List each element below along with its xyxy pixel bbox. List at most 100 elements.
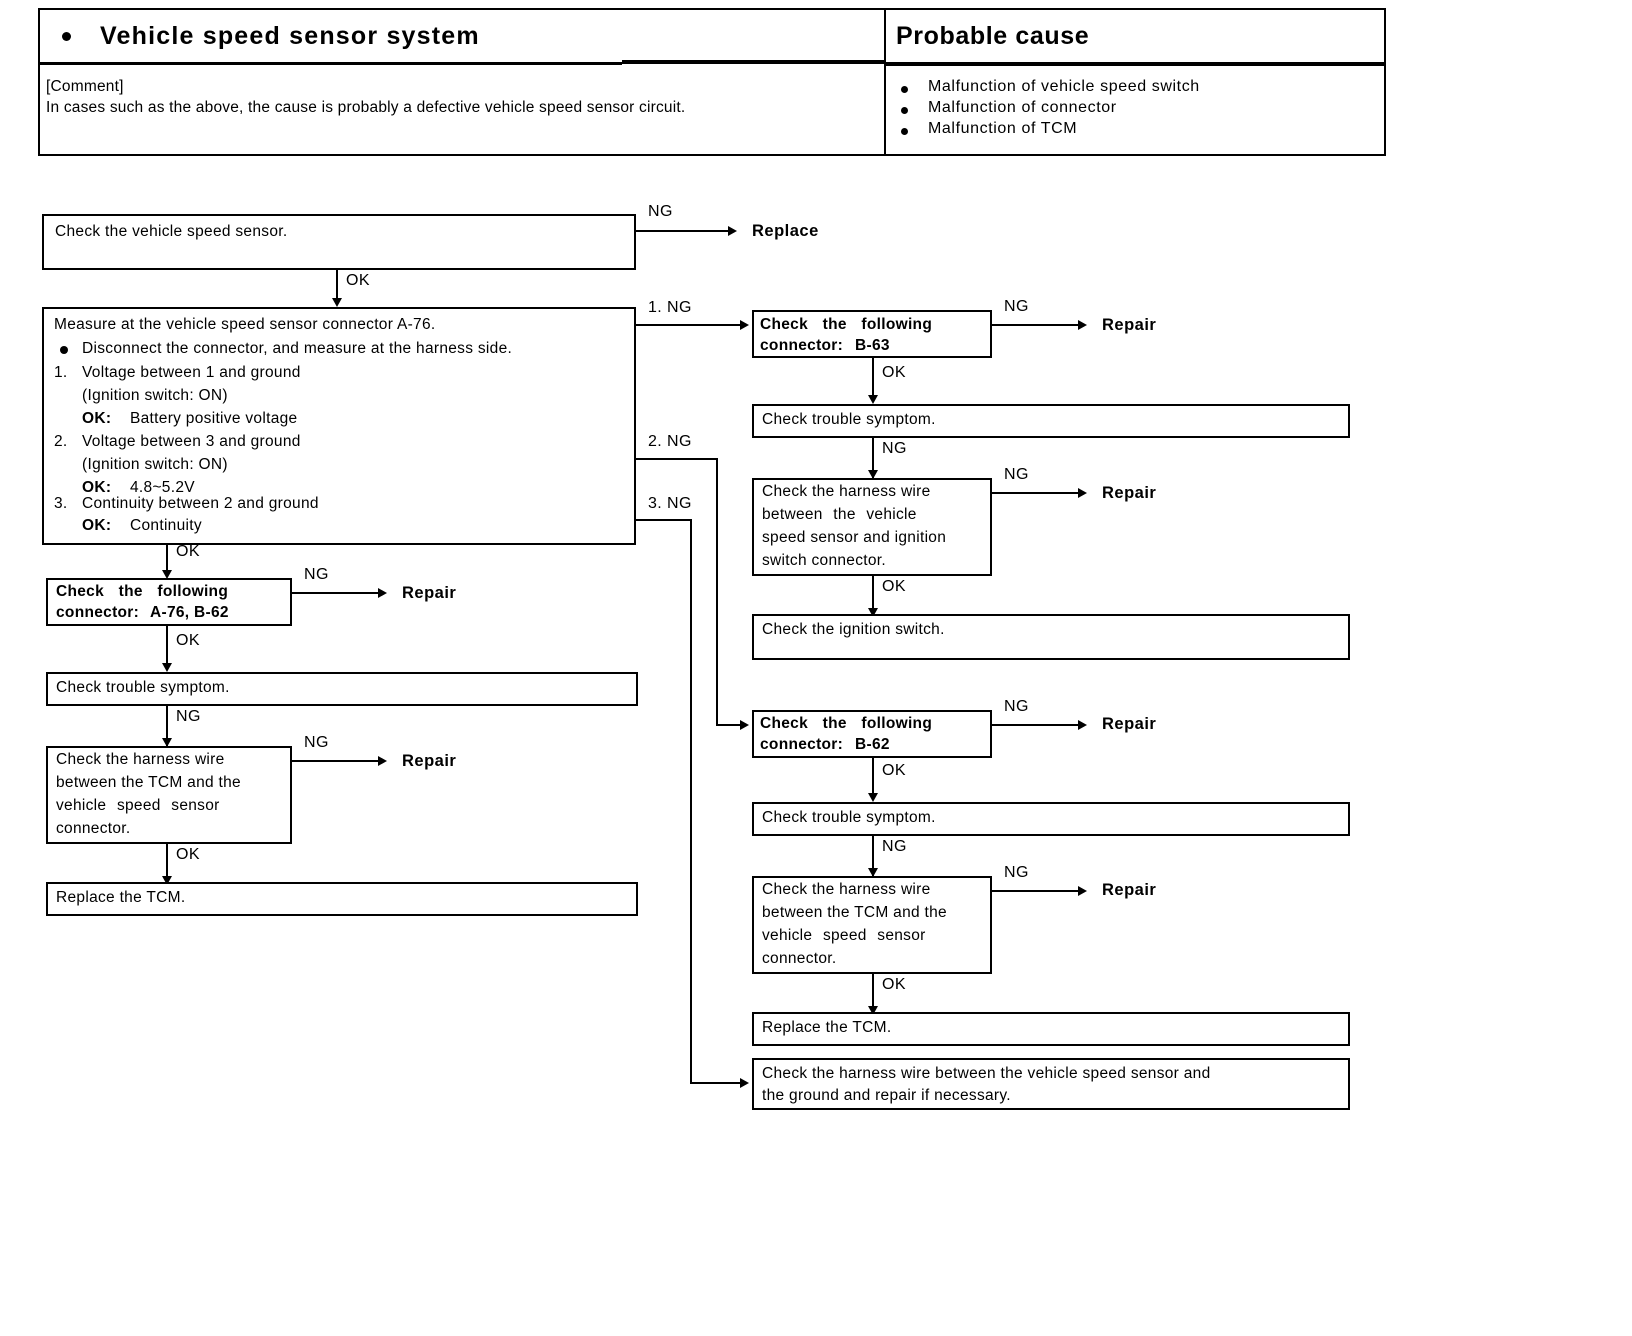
box-right-check-connector-b62	[752, 710, 992, 758]
line-ng2-h1	[636, 458, 718, 460]
measure-item2-number: 2.	[54, 433, 68, 450]
comment-label: [Comment]	[46, 78, 124, 95]
line-ng2-v	[716, 458, 718, 726]
box-check-harness-ground	[752, 1058, 1350, 1110]
right-replace-tcm-text: Replace the TCM.	[762, 1019, 892, 1036]
line-ok-to-left-connector	[166, 545, 168, 577]
terminal-repair-left-connector: Repair	[402, 584, 457, 602]
label-ok-b62-trouble: OK	[882, 762, 906, 779]
label-ok-bottom-replace-tcm: OK	[882, 976, 906, 993]
label-ng-bottom-harness: NG	[882, 838, 907, 855]
arrowhead-ng-bottom-harness-repair	[1078, 886, 1087, 896]
right-top-harness-line1: Check the harness wire	[762, 483, 931, 500]
label-ng-2: 2. NG	[648, 433, 692, 450]
arrowhead-ok-bottom-replace-tcm	[868, 1006, 878, 1015]
left-harness-line3: vehicle speed sensor	[56, 797, 220, 814]
box-measure-at-connector	[42, 307, 636, 545]
right-bottom-harness-line4: connector.	[762, 950, 837, 967]
measure-item2-ok-label: OK:	[82, 479, 112, 496]
measure-item3-ok-label: OK:	[82, 517, 112, 534]
arrowhead-ng-top-harness	[868, 470, 878, 479]
measure-item2-text: Voltage between 3 and ground	[82, 433, 301, 450]
label-ok-left-trouble: OK	[176, 632, 200, 649]
line-ok-to-measure	[336, 270, 338, 304]
right-top-harness-line4: switch connector.	[762, 552, 886, 569]
line-ok-ignition	[872, 576, 874, 616]
left-connector-value-label: connector:	[56, 604, 140, 621]
line-ok-b62-trouble	[872, 758, 874, 800]
line-ng2-h2	[716, 724, 746, 726]
arrowhead-ok-b62-trouble	[868, 793, 878, 802]
line-ng-to-left-harness	[166, 706, 168, 746]
measure-line1: Measure at the vehicle speed sensor conn…	[54, 316, 436, 333]
box-right-trouble-symptom-bottom	[752, 802, 1350, 836]
ground-box-line1: Check the harness wire between the vehic…	[762, 1065, 1211, 1082]
label-ng-top-harness: NG	[882, 440, 907, 457]
measure-item3-ok-value: Continuity	[130, 517, 202, 534]
left-replace-tcm-text: Replace the TCM.	[56, 889, 186, 906]
right-top-harness-line2: between the vehicle	[762, 506, 917, 523]
arrowhead-ng2	[740, 720, 749, 730]
label-ng-left-harness-repair: NG	[304, 734, 329, 751]
terminal-repair-left-harness: Repair	[402, 752, 457, 770]
label-ng-left-connector: NG	[304, 566, 329, 583]
arrowhead-ng-b63	[1078, 320, 1087, 330]
line-ok-to-left-trouble	[166, 626, 168, 670]
right-bottom-harness-line2: between the TCM and the	[762, 904, 947, 921]
left-harness-line4: connector.	[56, 820, 131, 837]
cause-item-2: Malfunction of TCM	[928, 120, 1078, 137]
comment-text: In cases such as the above, the cause is…	[46, 99, 686, 116]
label-ng-left-harness: NG	[176, 708, 201, 725]
header-right-rule	[886, 62, 1384, 66]
arrowhead-ok-left-connector	[162, 570, 172, 579]
arrowhead-ok-to-measure	[332, 298, 342, 307]
check-ignition-switch-text: Check the ignition switch.	[762, 621, 945, 638]
label-ng-b62: NG	[1004, 698, 1029, 715]
cause-bullet-icon-0	[901, 86, 908, 93]
line-ok-to-left-replace-tcm	[166, 844, 168, 884]
header-table	[38, 8, 1386, 156]
right-b62-connector-value: B-62	[855, 736, 890, 753]
cause-item-1: Malfunction of connector	[928, 99, 1117, 116]
measure-item1-ok-value: Battery positive voltage	[130, 410, 298, 427]
box-check-vehicle-speed-sensor-text: Check the vehicle speed sensor.	[55, 223, 288, 240]
label-ng-1: 1. NG	[648, 299, 692, 316]
label-ok-left-replace-tcm: OK	[176, 846, 200, 863]
line-ng3-h1	[636, 519, 692, 521]
left-harness-line1: Check the harness wire	[56, 751, 225, 768]
line-ng-b63	[992, 324, 1084, 326]
label-ng-top: NG	[648, 203, 673, 220]
arrowhead-ng-left-harness-repair	[378, 756, 387, 766]
line-ng-left-harness-repair	[292, 760, 384, 762]
label-ng-bottom-harness-repair: NG	[1004, 864, 1029, 881]
line-ng-left-connector	[292, 592, 384, 594]
arrowhead-ng-top-harness-repair	[1078, 488, 1087, 498]
right-bottom-harness-line3: vehicle speed sensor	[762, 927, 926, 944]
box-right-trouble-symptom-top	[752, 404, 1350, 438]
cause-bullet-icon-2	[901, 128, 908, 135]
right-b62-connector-value-label: connector:	[760, 736, 844, 753]
box-left-check-connector	[46, 578, 292, 626]
arrowhead-ok-ignition	[868, 608, 878, 617]
header-bullet-icon	[62, 32, 71, 41]
measure-item2-condition: (Ignition switch: ON)	[82, 456, 228, 473]
terminal-repair-bottom-harness: Repair	[1102, 881, 1157, 899]
arrowhead-ok-left-replace-tcm	[162, 876, 172, 885]
left-connector-label: Check the following	[56, 583, 229, 600]
line-ng-bottom-harness	[872, 836, 874, 876]
header-left-rule-bold	[622, 60, 884, 64]
ground-box-line2: the ground and repair if necessary.	[762, 1087, 1011, 1104]
measure-item3-text: Continuity between 2 and ground	[82, 495, 319, 512]
measure-item2-ok-value: 4.8~5.2V	[130, 479, 195, 496]
right-bottom-harness-line1: Check the harness wire	[762, 881, 931, 898]
terminal-repair-top-harness: Repair	[1102, 484, 1157, 502]
label-ok-left-connector: OK	[176, 543, 200, 560]
terminal-repair-b62: Repair	[1102, 715, 1157, 733]
label-ok-to-measure: OK	[346, 272, 370, 289]
line-ng3-h2	[690, 1082, 746, 1084]
right-b63-connector-value: B-63	[855, 337, 890, 354]
label-ng-3: 3. NG	[648, 495, 692, 512]
measure-bullet-text: Disconnect the connector, and measure at…	[82, 340, 513, 357]
box-right-check-connector-b63	[752, 310, 992, 358]
measure-item1-ok-label: OK:	[82, 410, 112, 427]
